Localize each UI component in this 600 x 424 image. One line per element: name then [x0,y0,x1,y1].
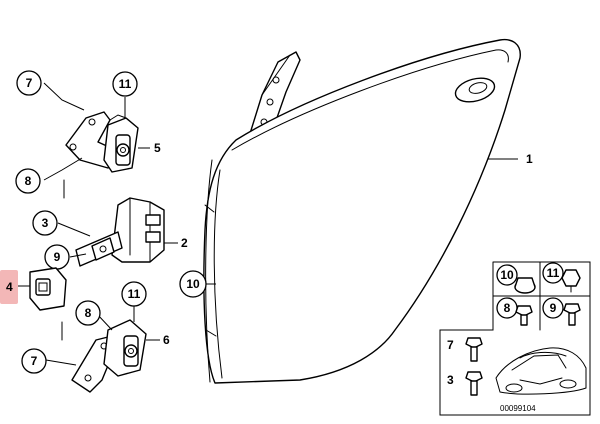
hinge-bottom-icon [71,319,147,393]
door-shell-icon [203,38,521,384]
svg-text:11: 11 [128,287,141,301]
svg-text:11: 11 [119,77,132,91]
callout-7-top: 7 [16,70,42,96]
callout-8-top: 8 [15,168,41,194]
car-silhouette-icon [495,347,587,395]
callout-3-check: 3 [32,210,58,236]
svg-text:8: 8 [504,301,511,315]
label-door-check: 2 [181,236,188,250]
svg-text:10: 10 [186,277,200,291]
label-door-shell: 1 [526,152,533,166]
callout-11-bottom: 11 [121,281,147,307]
plug-icon [514,277,536,294]
callout-9-legend: 9 [542,297,564,319]
callout-8-bottom: 8 [75,300,101,326]
nut-icon [561,269,581,293]
label-hinge-top: 5 [154,141,161,155]
hinge-top-icon [65,111,139,173]
legend-box: 10 11 8 9 [439,261,591,416]
diagram-code: 00099104 [500,404,536,413]
svg-text:10: 10 [500,268,514,282]
callout-10-legend: 10 [496,264,518,286]
callout-10-door: 10 [179,270,207,298]
legend-label-7: 7 [447,338,454,352]
screw-icon [563,303,581,326]
screw-icon [465,371,483,396]
legend-label-3: 3 [447,373,454,387]
svg-text:11: 11 [547,266,560,280]
svg-text:9: 9 [54,250,61,264]
svg-text:7: 7 [26,76,33,90]
callout-7-bottom: 7 [21,348,47,374]
svg-text:9: 9 [550,301,557,315]
cover-cap-icon [29,267,67,311]
svg-text:8: 8 [85,306,92,320]
screw-icon [515,305,533,326]
screw-icon [465,337,483,362]
label-cover[interactable]: 4 [6,280,13,294]
svg-text:7: 7 [31,354,38,368]
door-check-icon [75,197,165,267]
highlight-cover-label [0,270,18,304]
callout-8-legend: 8 [496,297,518,319]
svg-text:3: 3 [42,216,49,230]
callout-9-check: 9 [44,244,70,270]
callout-11-top: 11 [112,71,138,97]
label-hinge-bottom: 6 [163,333,170,347]
svg-text:8: 8 [25,174,32,188]
callout-11-legend: 11 [542,262,564,284]
